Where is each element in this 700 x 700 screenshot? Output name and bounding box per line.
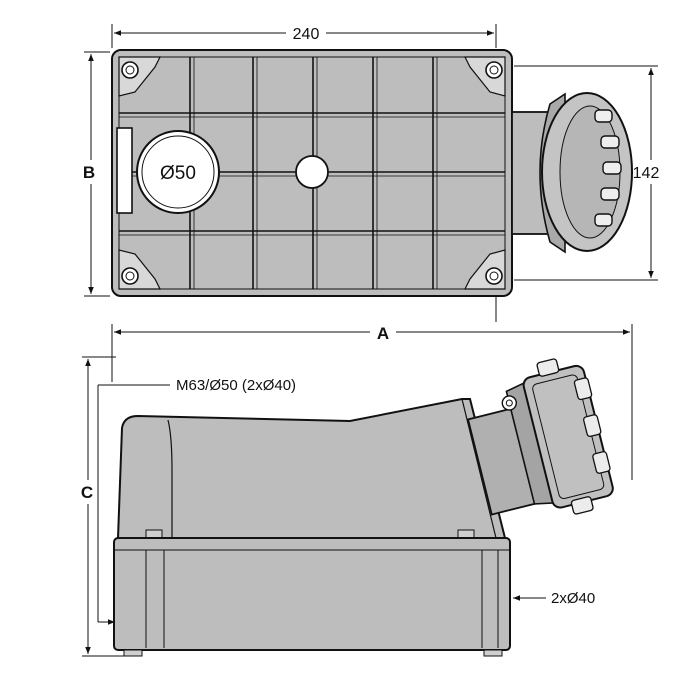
- socket-top-view: [511, 92, 633, 254]
- dimension-240-label: 240: [293, 26, 320, 43]
- side-slot: [116, 127, 133, 214]
- side-entry-label: 2xØ40: [551, 590, 595, 607]
- dimension-b: [84, 51, 110, 297]
- dimension-c: [82, 356, 125, 657]
- dimension-142: [514, 65, 658, 281]
- mounting-hole-top-left: [118, 56, 161, 97]
- mounting-hole-top-right: [464, 56, 506, 97]
- dimension-a: [111, 324, 633, 480]
- rib-grid: [119, 57, 505, 289]
- gland-knockout-inner: [141, 135, 215, 209]
- mounting-hole-bottom-left: [118, 249, 161, 290]
- dimension-a-label: A: [377, 324, 389, 343]
- dimension-c-label: C: [81, 483, 93, 502]
- center-hole: [295, 155, 329, 189]
- top-entry-label: M63/Ø50 (2xØ40): [176, 377, 296, 394]
- enclosure-base: [113, 537, 511, 651]
- dimension-b-label: B: [83, 163, 95, 182]
- mounting-hole-bottom-right: [464, 249, 506, 290]
- top-entry-leader: [97, 384, 170, 625]
- side-view: A C M63/Ø50 (2xØ40): [81, 324, 633, 657]
- dimension-142-label: 142: [633, 165, 660, 182]
- socket-side-view: [466, 358, 614, 516]
- top-view: Ø50 240: [83, 24, 660, 322]
- enclosure-lid: [116, 398, 507, 539]
- gland-label: Ø50: [160, 163, 196, 184]
- dimension-240: [111, 24, 497, 48]
